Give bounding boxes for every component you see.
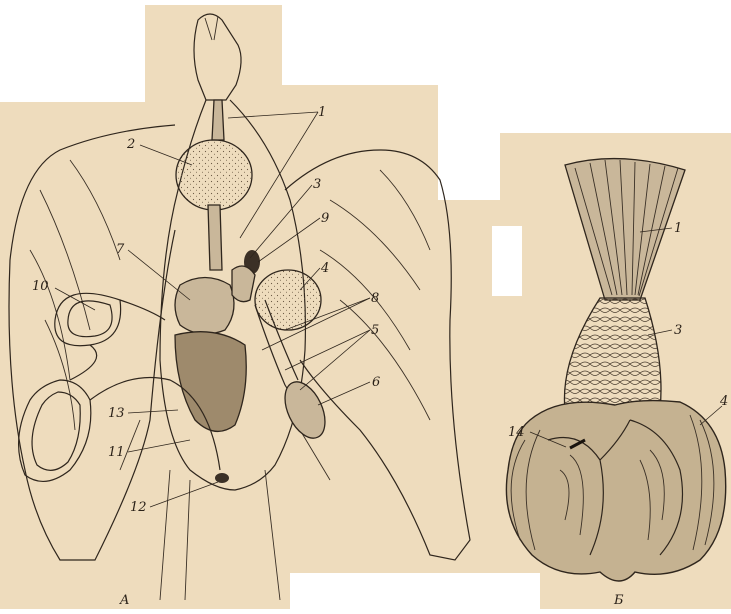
label-b-4: 4 — [719, 394, 728, 409]
label-b-14: 14 — [508, 425, 525, 440]
label-b-3: 3 — [674, 323, 682, 338]
gizzard-b — [506, 401, 725, 581]
label-a-7: 7 — [116, 242, 125, 257]
label-a-9: 9 — [321, 211, 329, 226]
label-a-11: 11 — [108, 445, 125, 460]
label-a-8: 8 — [371, 291, 379, 306]
caption-a: A — [119, 593, 129, 608]
label-a-13: 13 — [108, 406, 125, 421]
caption-b: Б — [613, 593, 624, 608]
label-a-3: 3 — [313, 177, 321, 192]
label-a-2: 2 — [126, 137, 135, 152]
label-a-10: 10 — [32, 279, 49, 294]
stomach-organ — [175, 278, 234, 335]
crop-organ — [176, 140, 252, 210]
label-a-12: 12 — [130, 500, 147, 515]
gizzard-organ — [255, 270, 321, 330]
label-a-1: 1 — [318, 105, 326, 120]
label-a-4: 4 — [320, 261, 329, 276]
label-b-1: 1 — [674, 221, 682, 236]
label-a-6: 6 — [372, 375, 380, 390]
paper-gap — [492, 226, 522, 296]
paper-notch — [0, 0, 145, 100]
label-a-5: 5 — [371, 323, 379, 338]
